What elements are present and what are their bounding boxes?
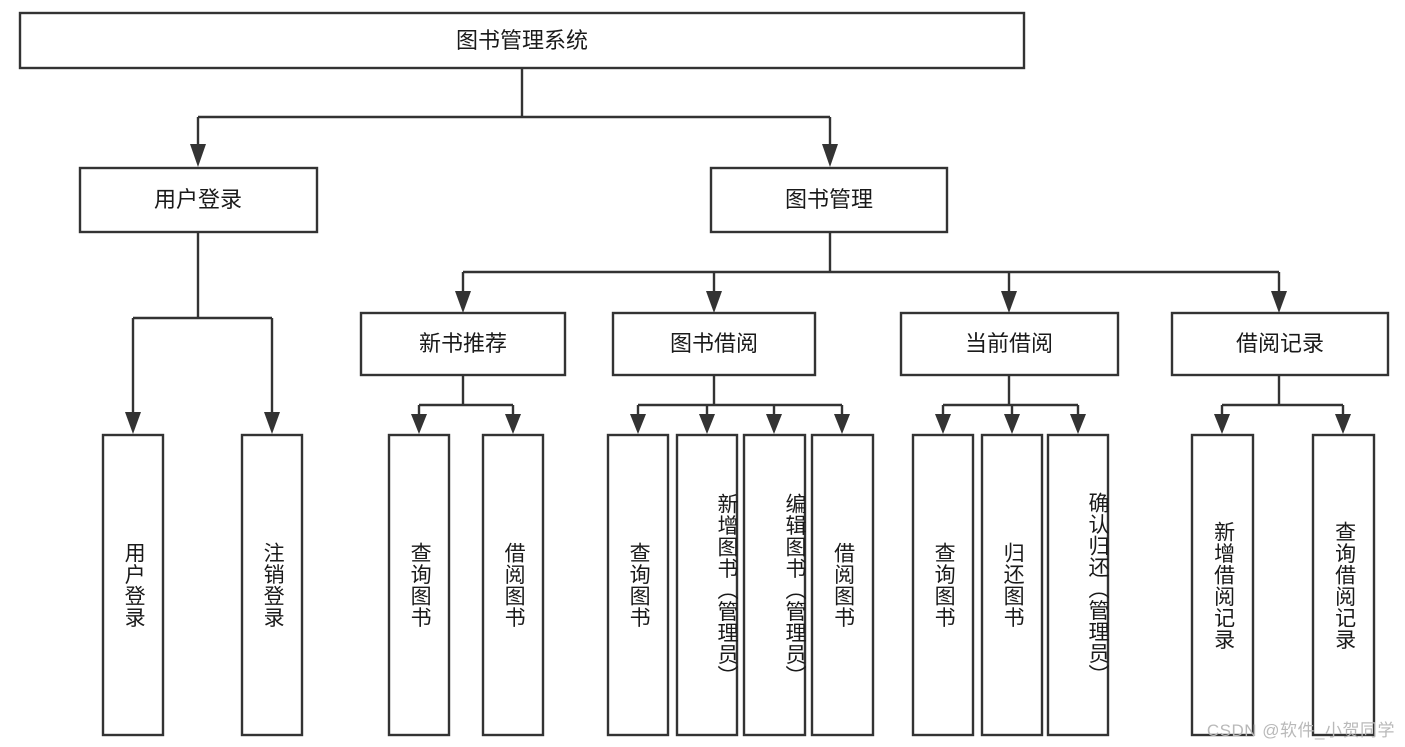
arrow-head-icon: [834, 414, 850, 434]
node-user-login[interactable]: 用户登录: [78, 166, 319, 234]
node-box-leaf-query-book-3[interactable]: [911, 433, 975, 737]
node-label-book-borrow: 图书借阅: [670, 331, 758, 356]
connector-group-current-borrow: [935, 375, 1086, 434]
node-box-book-borrow[interactable]: [611, 311, 817, 377]
node-box-leaf-user-login[interactable]: [101, 433, 165, 737]
arrow-head-icon: [190, 144, 206, 167]
node-box-leaf-return-book[interactable]: [980, 433, 1044, 737]
arrow-head-icon: [1335, 414, 1351, 434]
arrow-head-icon: [822, 144, 838, 167]
arrow-head-icon: [1070, 414, 1086, 434]
arrow-head-icon: [766, 414, 782, 434]
node-borrow-records[interactable]: 借阅记录: [1170, 311, 1390, 377]
node-box-leaf-add-record[interactable]: [1190, 433, 1255, 737]
arrow-head-icon: [264, 412, 280, 434]
connector-group-new-book: [411, 375, 521, 434]
node-root[interactable]: 图书管理系统: [18, 11, 1026, 70]
node-box-leaf-borrow-book-2[interactable]: [810, 433, 875, 737]
arrow-head-icon: [125, 412, 141, 434]
node-box-new-book-recommend[interactable]: [359, 311, 567, 377]
arrow-head-icon: [1214, 414, 1230, 434]
arrow-head-icon: [935, 414, 951, 434]
node-box-leaf-confirm-return[interactable]: [1046, 433, 1110, 737]
connector-group-borrow-records: [1214, 375, 1351, 434]
connector-group-book-manage: [455, 232, 1287, 313]
node-label-current-borrow: 当前借阅: [965, 331, 1053, 356]
node-label-borrow-records: 借阅记录: [1236, 331, 1324, 356]
node-box-leaf-query-record[interactable]: [1311, 433, 1376, 737]
csdn-watermark: CSDN @软件_小贺同学: [1206, 721, 1395, 740]
node-box-root[interactable]: [18, 11, 1026, 70]
node-current-borrow[interactable]: 当前借阅: [899, 311, 1120, 377]
arrow-head-icon: [455, 291, 471, 313]
node-box-current-borrow[interactable]: [899, 311, 1120, 377]
node-label-user-login: 用户登录: [154, 187, 242, 212]
node-label-new-book-recommend: 新书推荐: [419, 331, 507, 356]
node-new-book-recommend[interactable]: 新书推荐: [359, 311, 567, 377]
connector-group-book-borrow: [630, 375, 850, 434]
arrow-head-icon: [699, 414, 715, 434]
node-box-book-manage[interactable]: [709, 166, 949, 234]
connector-group-root: [190, 68, 838, 167]
node-box-borrow-records[interactable]: [1170, 311, 1390, 377]
node-book-manage[interactable]: 图书管理: [709, 166, 949, 234]
arrow-head-icon: [1004, 414, 1020, 434]
arrow-head-icon: [1271, 291, 1287, 313]
node-label-root: 图书管理系统: [456, 28, 588, 53]
arrow-head-icon: [1001, 291, 1017, 313]
node-box-user-login[interactable]: [78, 166, 319, 234]
node-box-leaf-borrow-book-1[interactable]: [481, 433, 545, 737]
arrow-head-icon: [630, 414, 646, 434]
node-box-leaf-logout[interactable]: [240, 433, 304, 737]
node-box-leaf-query-book-1[interactable]: [387, 433, 451, 737]
arrow-head-icon: [411, 414, 427, 434]
node-book-borrow[interactable]: 图书借阅: [611, 311, 817, 377]
arrow-head-icon: [706, 291, 722, 313]
arrow-head-icon: [505, 414, 521, 434]
node-label-book-manage: 图书管理: [785, 187, 873, 212]
node-box-leaf-edit-book[interactable]: [742, 433, 807, 737]
connector-group-user-login: [125, 232, 280, 434]
node-box-leaf-add-book[interactable]: [675, 433, 739, 737]
node-box-leaf-query-book-2[interactable]: [606, 433, 670, 737]
